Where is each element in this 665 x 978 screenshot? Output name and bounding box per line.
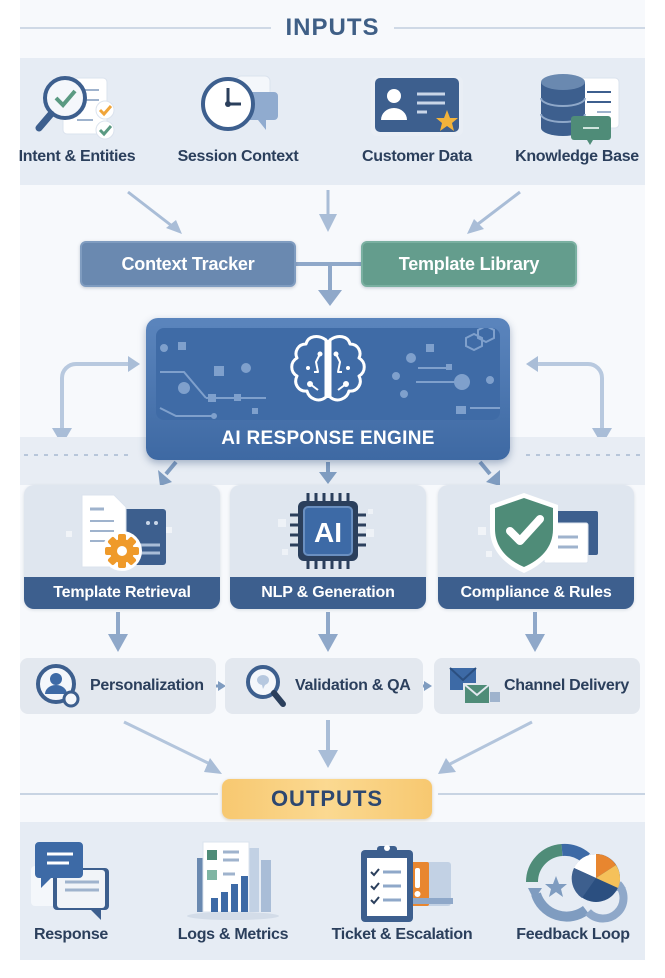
engine-out-arrows [158,460,500,486]
magnifier-checklist-icon [35,76,115,140]
document-gear-icon [66,494,172,571]
id-card-star-icon [371,76,463,136]
processor-label: NLP & Generation [230,577,426,609]
feedback-loop-arrows [52,356,612,445]
input-intent-entities: Intent & Entities [2,68,152,166]
output-label: Feedback Loop [516,926,630,943]
processor-nlp-generation: AI NLP & Generation [230,485,426,609]
context-tracker-label: Context Tracker [121,253,255,274]
database-document-icon [540,74,620,145]
output-feedback-loop: Feedback Loop [498,838,648,944]
output-label: Response [33,926,109,943]
clock-chat-icon [201,75,278,131]
arrow-head [166,220,182,234]
output-label: Ticket & Escalation [331,926,473,943]
clipboard-alert-icon [361,845,453,922]
ai-response-engine: AI RESPONSE ENGINE [146,318,510,460]
arrow-head [467,219,484,234]
chip-text: AI [314,517,342,548]
step-label: Channel Delivery [504,677,630,694]
processor-template-retrieval: Template Retrieval [24,485,220,609]
step-label: Personalization [90,677,204,694]
output-response: Response [0,838,146,944]
outputs-heading-text: OUTPUTS [270,786,384,811]
arrow-kb-to-library [477,190,521,226]
input-label: Customer Data [362,148,472,165]
outputs-band [20,822,645,960]
input-customer-data: Customer Data [342,68,492,166]
input-label: Knowledge Base [515,148,639,165]
inputs-band [20,58,645,185]
envelopes-icon [449,667,500,705]
shield-check-icon [478,493,598,573]
arrow-head [319,214,337,232]
arrow-intent-to-tracker [127,190,173,228]
processor-label: Template Retrieval [24,577,220,609]
steps-to-outputs-arrows [123,720,533,774]
report-chart-icon [187,841,279,920]
input-session-context: Session Context [163,68,313,166]
user-circle-icon [36,664,80,708]
cycle-pie-icon [525,843,628,923]
inputs-heading-text: INPUTS [271,14,394,41]
proc-to-step-arrows [108,612,545,652]
output-label: Logs & Metrics [177,926,289,943]
step-validation-qa: Validation & QA [225,658,423,714]
diagram-canvas: INPUTS Intent & Entities Sess [19,0,648,960]
input-label: Intent & Entities [18,148,136,165]
input-knowledge-base: Knowledge Base [502,68,652,166]
brain-circuit-icon [290,335,366,402]
ai-chip-icon: AI [278,493,374,569]
output-ticket-escalation: Ticket & Escalation [327,838,477,944]
circuit-decoration [159,324,500,419]
context-tracker-box: Context Tracker [80,241,296,287]
input-arrows [127,190,521,234]
magnifier-icon [246,665,286,707]
engine-label: AI RESPONSE ENGINE [221,428,435,449]
processor-label: Compliance & Rules [438,577,634,609]
output-logs-metrics: Logs & Metrics [158,838,308,944]
input-label: Session Context [177,148,299,165]
engine-circuit-panel [156,324,500,420]
chat-bubbles-icon [31,842,109,920]
step-label: Validation & QA [295,677,411,694]
step-personalization: Personalization [20,658,216,714]
outputs-heading: OUTPUTS [222,779,432,819]
template-library-box: Template Library [361,241,577,287]
template-library-label: Template Library [398,253,540,274]
inputs-heading: INPUTS [20,14,645,42]
tracker-library-connector [296,262,362,306]
processor-compliance-rules: Compliance & Rules [438,485,634,609]
step-channel-delivery: Channel Delivery [434,658,640,714]
